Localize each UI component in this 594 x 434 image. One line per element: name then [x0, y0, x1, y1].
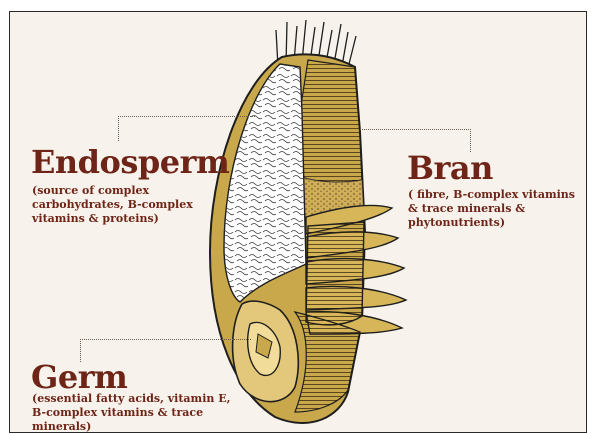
germ-description: (essential fatty acids, vitamin E, B-com… [32, 392, 242, 433]
bran-dark-layer [300, 60, 362, 182]
bran-flaps [306, 205, 406, 334]
germ-title: Germ [31, 360, 127, 394]
endosperm-description: (source of complex carbohydrates, B-comp… [32, 184, 207, 226]
endosperm-leader-line [118, 116, 255, 141]
endosperm-title: Endosperm [31, 145, 229, 179]
bran-description: ( fibre, B-complex vitamins & trace mine… [408, 188, 578, 230]
bran-title: Bran [407, 151, 493, 185]
diagram-frame: Endosperm (source of complex carbohydrat… [9, 11, 587, 433]
